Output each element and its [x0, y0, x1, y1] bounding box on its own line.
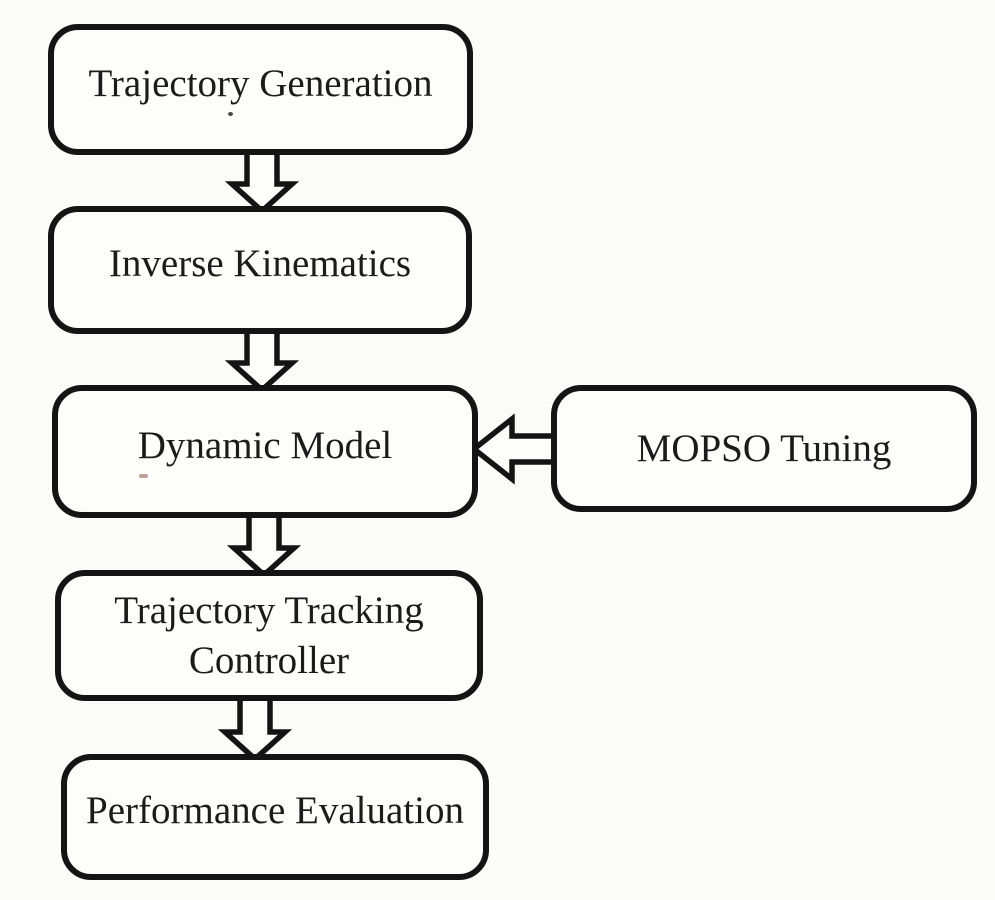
node-performance-evaluation-label: Performance Evaluation [86, 789, 464, 833]
node-inverse-kinematics: Inverse Kinematics [48, 206, 472, 334]
node-trajectory-tracking-controller-label: Trajectory Tracking Controller [114, 588, 424, 682]
scan-artifact-dash [139, 474, 148, 478]
node-dynamic-model: Dynamic Model [52, 385, 478, 518]
node-performance-evaluation: Performance Evaluation [61, 754, 489, 880]
node-mopso-tuning: MOPSO Tuning [551, 385, 977, 512]
node-mopso-tuning-label: MOPSO Tuning [636, 426, 892, 470]
arrow-left-icon-mopso-to-dynamic [469, 413, 560, 485]
arrow-down-icon-inverse-to-dynamic [224, 326, 300, 394]
arrow-down-icon-trajectory-to-inverse [224, 147, 300, 215]
node-dynamic-model-label: Dynamic Model [137, 423, 393, 467]
node-trajectory-generation-label: Trajectory Generation [88, 61, 433, 105]
node-trajectory-tracking-controller: Trajectory Tracking Controller [55, 570, 483, 701]
arrow-down-icon-dynamic-to-controller [226, 510, 302, 579]
arrow-down-icon-controller-to-evaluation [217, 692, 293, 763]
node-inverse-kinematics-label: Inverse Kinematics [108, 242, 412, 286]
scan-artifact-dot [228, 112, 233, 116]
node-trajectory-generation: Trajectory Generation [48, 24, 473, 155]
